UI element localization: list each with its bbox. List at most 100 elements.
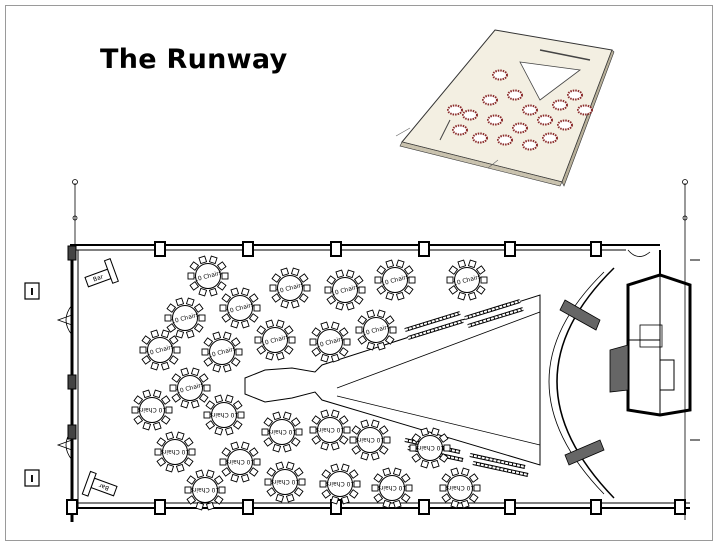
chair	[193, 323, 204, 333]
chair	[351, 445, 362, 455]
bar-label: Bar	[92, 273, 105, 283]
chair	[216, 281, 227, 291]
chair	[392, 467, 402, 477]
table-top	[363, 317, 389, 343]
chair	[371, 484, 379, 492]
chair	[321, 489, 332, 499]
chair	[142, 389, 152, 399]
chair	[187, 272, 195, 280]
chair	[235, 348, 243, 356]
chair	[311, 415, 322, 425]
chair	[248, 447, 259, 457]
wall-columns	[66, 241, 686, 515]
chair	[320, 441, 330, 451]
chair	[335, 301, 345, 311]
chair	[450, 467, 460, 477]
chair	[473, 484, 481, 492]
column	[674, 499, 686, 515]
table-top	[192, 477, 218, 503]
chair	[441, 493, 452, 503]
chair	[240, 441, 250, 451]
chair	[175, 297, 185, 307]
chair	[370, 419, 380, 429]
chair	[338, 347, 349, 357]
round-table: 10 Chairs	[219, 287, 261, 329]
chair	[232, 400, 243, 410]
chair	[353, 295, 364, 305]
inset-table	[487, 114, 503, 126]
slide-frame	[5, 5, 713, 541]
chair	[282, 443, 292, 453]
round-table: 10 Chairs	[269, 267, 311, 309]
chair	[443, 444, 451, 452]
chair	[198, 393, 209, 403]
bench	[467, 307, 524, 328]
stage-steps	[559, 299, 629, 466]
chair	[385, 259, 395, 269]
column	[154, 241, 166, 257]
chair	[264, 478, 272, 486]
chair	[230, 319, 240, 329]
chair	[457, 259, 467, 269]
chair	[378, 445, 389, 455]
chair	[345, 269, 355, 279]
chair	[395, 291, 405, 301]
chair	[467, 259, 477, 269]
chair	[320, 409, 330, 419]
chair	[475, 285, 486, 295]
table-top	[379, 475, 405, 501]
chair	[160, 361, 170, 371]
table-top	[327, 471, 353, 497]
chair	[201, 348, 209, 356]
chair	[165, 431, 175, 441]
chair	[203, 411, 211, 419]
table-label: 10 Chairs	[161, 448, 189, 455]
chair	[165, 406, 173, 414]
chair	[168, 355, 179, 365]
chair	[340, 495, 350, 505]
chair	[169, 384, 177, 392]
chair	[272, 443, 282, 453]
chair	[400, 493, 411, 503]
chair	[205, 420, 216, 430]
chair	[405, 484, 413, 492]
chair	[185, 297, 195, 307]
round-table: 10 Chairs	[254, 319, 296, 361]
chair	[222, 363, 232, 373]
chair	[224, 426, 234, 436]
chair	[141, 335, 152, 345]
chair	[340, 463, 350, 473]
chair	[330, 409, 340, 419]
chair	[373, 493, 384, 503]
chair	[269, 284, 277, 292]
table-top	[227, 449, 253, 475]
chair	[275, 461, 285, 471]
table-top	[227, 295, 253, 321]
table-top	[269, 419, 295, 445]
chair	[212, 331, 222, 341]
chair	[448, 265, 459, 275]
chair	[343, 338, 351, 346]
table-label: 10 Chairs	[191, 486, 219, 493]
column	[67, 245, 77, 261]
chair	[198, 373, 209, 383]
chair	[384, 335, 395, 345]
round-table: 10 Chairs	[371, 467, 413, 509]
chair	[263, 417, 274, 427]
chair	[133, 395, 144, 405]
bench	[469, 453, 526, 469]
chair	[293, 487, 304, 497]
chair	[190, 399, 200, 409]
chair	[295, 428, 303, 436]
round-table: 10 Chairs	[131, 389, 173, 431]
chair	[290, 267, 300, 277]
chair	[171, 393, 182, 403]
column	[418, 499, 430, 515]
chair	[164, 314, 172, 322]
inset-tables	[447, 69, 593, 151]
chair	[353, 275, 364, 285]
inset-table	[452, 124, 468, 136]
chair	[320, 353, 330, 363]
round-table: 10 Chairs	[439, 467, 481, 509]
